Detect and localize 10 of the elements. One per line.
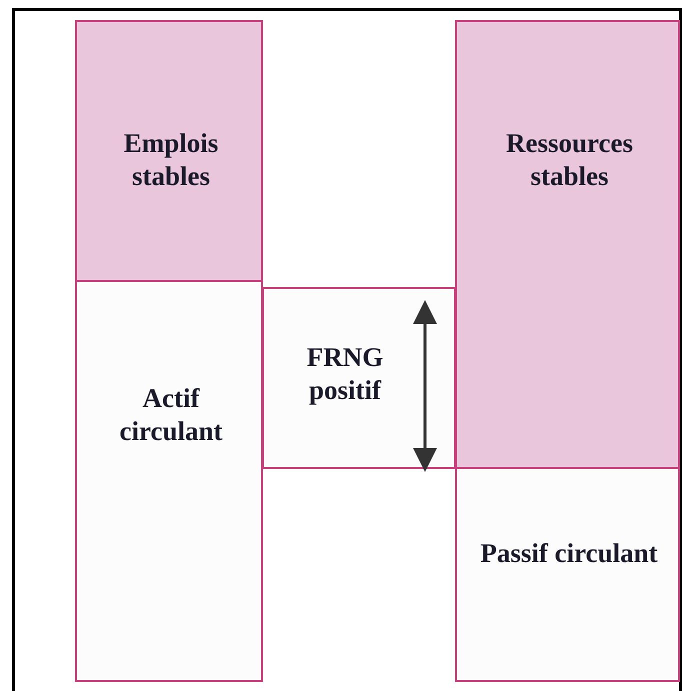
block-label: Emplois stables <box>122 127 220 193</box>
balance-block <box>262 287 456 469</box>
block-label: Ressources stables <box>505 127 634 193</box>
balance-block <box>455 467 680 682</box>
balance-block <box>75 280 263 682</box>
balance-block <box>75 20 263 282</box>
balance-block <box>455 20 680 469</box>
block-label: Passif circulant <box>479 537 659 570</box>
block-label: Actif circulant <box>118 382 224 448</box>
block-label: FRNG positif <box>306 341 384 407</box>
